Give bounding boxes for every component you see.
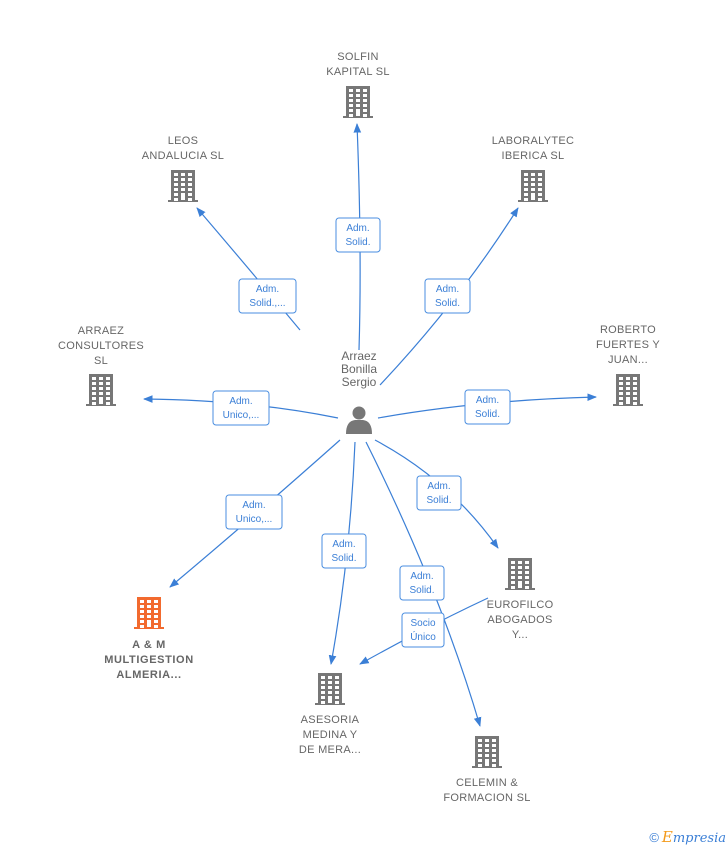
company-label: SOLFIN xyxy=(337,51,379,63)
e-celemin-label-box xyxy=(399,565,445,601)
company-label: Y... xyxy=(512,629,528,641)
building-icon xyxy=(343,86,373,118)
company-label: ASESORIA xyxy=(301,714,360,726)
person-name: Arraez xyxy=(341,349,376,363)
company-label: JUAN... xyxy=(608,354,648,366)
e-asesoria-label-text: Adm. xyxy=(332,539,355,550)
person-name: Sergio xyxy=(342,375,377,389)
e-euro-asesoria-label-text: Socio xyxy=(410,618,435,629)
e-roberto-label-text: Solid. xyxy=(475,409,500,420)
company-label: ABOGADOS xyxy=(487,614,552,626)
e-arraez-label-text: Adm. xyxy=(229,396,252,407)
e-eurofilco-label[interactable]: Adm. Solid. xyxy=(416,475,462,511)
e-laboralytec-label-text: Adm. xyxy=(436,284,459,295)
e-solfin-label-text: Solid. xyxy=(345,237,370,248)
e-asesoria-label[interactable]: Adm. Solid. xyxy=(321,533,367,569)
e-arraez-label[interactable]: Adm. Unico,... xyxy=(212,390,270,426)
e-am-label-text: Adm. xyxy=(242,500,265,511)
company-label: ALMERIA... xyxy=(116,669,181,681)
e-eurofilco-label-box xyxy=(416,475,462,511)
e-roberto-label-text: Adm. xyxy=(476,395,499,406)
company-label: ANDALUCIA SL xyxy=(142,150,224,162)
edge-labels-layer: Adm. Solid. Adm. Solid.,... Adm. Solid. Adm. Un… xyxy=(212,217,511,648)
e-solfin-label-box xyxy=(335,217,381,253)
building-icon xyxy=(315,673,345,705)
company-label: FORMACION SL xyxy=(443,792,530,804)
e-celemin-label[interactable]: Adm. Solid. xyxy=(399,565,445,601)
building-icon xyxy=(472,736,502,768)
company-node-eurofilco[interactable]: EUROFILCO ABOGADOS Y... xyxy=(487,558,554,641)
e-leos-line[interactable] xyxy=(196,207,301,331)
company-node-asesoria[interactable]: ASESORIA MEDINA Y DE MERA... xyxy=(299,673,361,756)
building-icon xyxy=(168,170,198,202)
e-asesoria-label-text: Solid. xyxy=(331,553,356,564)
e-laboralytec-label[interactable]: Adm. Solid. xyxy=(424,278,471,314)
company-label: DE MERA... xyxy=(299,744,361,756)
person-name: Bonilla xyxy=(341,362,377,376)
e-am-label[interactable]: Adm. Unico,... xyxy=(225,494,283,530)
company-label: LEOS xyxy=(168,135,199,147)
company-node-celemin[interactable]: CELEMIN & FORMACION SL xyxy=(443,736,530,804)
e-laboralytec-label-text: Solid. xyxy=(435,298,460,309)
company-label: IBERICA SL xyxy=(502,150,565,162)
company-label: EUROFILCO xyxy=(487,599,554,611)
copyright-icon: © xyxy=(649,830,659,845)
e-roberto-label[interactable]: Adm. Solid. xyxy=(464,389,511,425)
company-node-leos[interactable]: LEOS ANDALUCIA SL xyxy=(142,135,224,202)
company-label: KAPITAL SL xyxy=(326,66,390,78)
e-celemin-label-text: Solid. xyxy=(409,585,434,596)
building-icon xyxy=(505,558,535,590)
nodes-layer: SOLFIN KAPITAL SL LEOS ANDALUCIA SL LABORALY… xyxy=(58,51,660,804)
company-node-am-multigestion[interactable]: A & M MULTIGESTION ALMERIA... xyxy=(104,597,194,681)
company-label: CELEMIN & xyxy=(456,777,518,789)
e-leos-label-text: Adm. xyxy=(256,284,279,295)
company-label: FUERTES Y xyxy=(596,339,660,351)
company-label: MEDINA Y xyxy=(303,729,358,741)
e-celemin-label-text: Adm. xyxy=(410,571,433,582)
company-node-laboralytec[interactable]: LABORALYTEC IBERICA SL xyxy=(492,135,575,202)
brand-initial: E xyxy=(661,828,673,846)
company-label: SL xyxy=(94,355,108,367)
company-node-solfin[interactable]: SOLFIN KAPITAL SL xyxy=(326,51,390,118)
building-icon xyxy=(518,170,548,202)
building-icon xyxy=(86,374,116,406)
building-icon xyxy=(134,597,164,629)
e-euro-asesoria-label-box xyxy=(401,612,445,648)
e-laboralytec-label-box xyxy=(424,278,471,314)
e-eurofilco-label-text: Adm. xyxy=(427,481,450,492)
e-arraez-label-box xyxy=(212,390,270,426)
footer-brand[interactable]: ©Empresia xyxy=(649,828,726,846)
e-asesoria-label-box xyxy=(321,533,367,569)
e-euro-asesoria-label-text: Único xyxy=(410,630,436,643)
company-label: ARRAEZ xyxy=(78,325,124,337)
person-icon xyxy=(346,406,372,434)
building-icon xyxy=(613,374,643,406)
company-label: ROBERTO xyxy=(600,324,656,336)
company-node-roberto[interactable]: ROBERTO FUERTES Y JUAN... xyxy=(596,324,660,406)
company-label: LABORALYTEC xyxy=(492,135,575,147)
company-node-arraez-consultores[interactable]: ARRAEZ CONSULTORES SL xyxy=(58,325,144,406)
brand-name: mpresia xyxy=(672,831,726,846)
e-arraez-label-text: Unico,... xyxy=(223,410,260,421)
company-label: A & M xyxy=(132,639,166,651)
company-label: MULTIGESTION xyxy=(104,654,194,666)
e-solfin-label-text: Adm. xyxy=(346,223,369,234)
e-solfin-label[interactable]: Adm. Solid. xyxy=(335,217,381,253)
e-eurofilco-label-text: Solid. xyxy=(426,495,451,506)
e-am-label-box xyxy=(225,494,283,530)
e-am-label-text: Unico,... xyxy=(236,514,273,525)
company-label: CONSULTORES xyxy=(58,340,144,352)
e-leos-label-text: Solid.,... xyxy=(249,298,285,309)
e-leos-label[interactable]: Adm. Solid.,... xyxy=(238,278,297,314)
e-leos-label-box xyxy=(238,278,297,314)
e-roberto-label-box xyxy=(464,389,511,425)
